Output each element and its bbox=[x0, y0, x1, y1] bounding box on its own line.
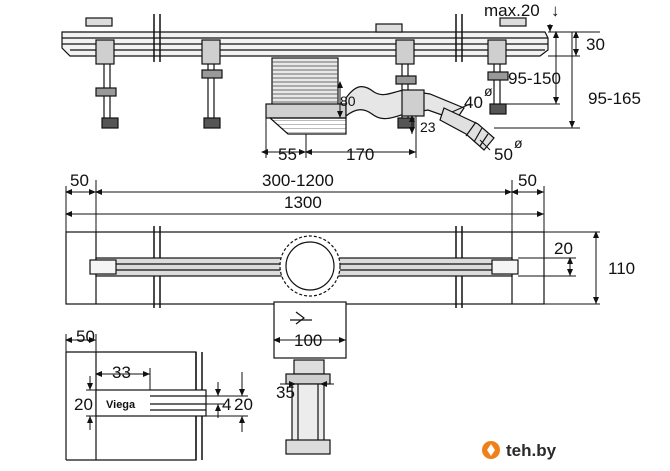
label-50-left: 50 bbox=[70, 171, 89, 190]
label-300-1200: 300-1200 bbox=[262, 171, 334, 190]
elevation-labels: max.20 ↓ 30 95-150 95-165 80 40 ø 23 50 … bbox=[278, 1, 641, 164]
detail-labels: 50 33 20 Viega 4 20 bbox=[74, 327, 253, 414]
logo-plate bbox=[95, 389, 207, 417]
label-max: max.20 bbox=[484, 1, 540, 20]
label-95-150: 95-150 bbox=[508, 69, 561, 88]
label-110: 110 bbox=[608, 259, 635, 278]
label-50-right: 50 bbox=[518, 171, 537, 190]
elevation-view bbox=[61, 14, 549, 151]
viega-logo: Viega bbox=[106, 399, 136, 411]
label-170: 170 bbox=[346, 145, 374, 164]
label-50-pipe: 50 bbox=[494, 145, 513, 164]
outlet-body bbox=[273, 301, 347, 359]
label-detail-50: 50 bbox=[76, 327, 95, 346]
label-max-arrow: ↓ bbox=[551, 1, 560, 20]
label-80: 80 bbox=[340, 93, 356, 109]
label-1300: 1300 bbox=[284, 193, 322, 212]
plan-labels: 50 300-1200 50 1300 20 110 100 35 bbox=[70, 171, 635, 402]
label-100: 100 bbox=[294, 331, 322, 350]
label-4: 4 bbox=[222, 395, 231, 414]
detail-view bbox=[65, 351, 207, 461]
label-23: 23 bbox=[420, 119, 436, 135]
label-detail-20-right: 20 bbox=[234, 395, 253, 414]
outlet-pipe bbox=[291, 383, 325, 445]
foot-4 bbox=[487, 39, 509, 115]
drain-circle bbox=[279, 235, 341, 297]
detail-dimensions bbox=[65, 334, 248, 432]
plan-dimensions bbox=[65, 180, 600, 387]
watermark: teh.by bbox=[478, 438, 666, 466]
label-40: 40 bbox=[464, 93, 483, 112]
label-30: 30 bbox=[586, 35, 605, 54]
diameter-40: ø bbox=[484, 83, 493, 99]
label-55: 55 bbox=[278, 145, 297, 164]
elevation-dimensions bbox=[261, 24, 600, 158]
label-20: 20 bbox=[554, 239, 573, 258]
label-detail-20-left: 20 bbox=[74, 395, 93, 414]
left-cap bbox=[85, 17, 113, 27]
label-35: 35 bbox=[276, 383, 295, 402]
foot-2 bbox=[201, 39, 223, 129]
foot-1 bbox=[95, 39, 119, 129]
watermark-text: teh.by bbox=[506, 441, 557, 460]
label-95-165: 95-165 bbox=[588, 89, 641, 108]
label-33: 33 bbox=[112, 363, 131, 382]
plan-view bbox=[65, 226, 545, 455]
diameter-50: ø bbox=[514, 135, 523, 151]
